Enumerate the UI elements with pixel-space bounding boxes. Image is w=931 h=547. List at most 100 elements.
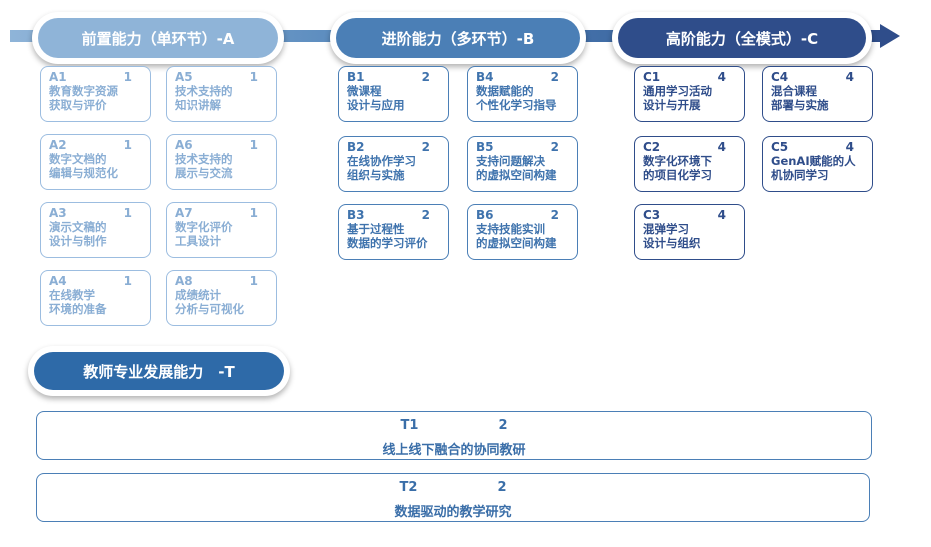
- card-label-line1: 数字化环境下: [643, 154, 712, 168]
- card-label-line2: 机协同学习: [771, 168, 829, 182]
- card-code: A1: [49, 70, 67, 84]
- card-level: 2: [421, 140, 430, 154]
- card-level: 1: [249, 206, 258, 220]
- card-label-line1: 成绩统计: [175, 288, 221, 302]
- card-label-line2: 的虚拟空间构建: [476, 236, 557, 250]
- stage-c-title: 高阶能力（全模式）-C: [618, 18, 866, 58]
- card-level: 4: [717, 140, 726, 154]
- competency-card-b1[interactable]: B1 2 微课程设计与应用: [338, 66, 449, 122]
- stage-c-header: 高阶能力（全模式）-C: [612, 12, 872, 64]
- card-level: 1: [123, 206, 132, 220]
- card-label-line2: 分析与可视化: [175, 302, 244, 316]
- card-code: T2: [399, 480, 418, 495]
- card-level: 4: [845, 70, 854, 84]
- card-label-line2: 的项目化学习: [643, 168, 712, 182]
- card-label-line2: 的虚拟空间构建: [476, 168, 557, 182]
- card-code: B6: [476, 208, 494, 222]
- card-code: A3: [49, 206, 67, 220]
- card-code: B5: [476, 140, 494, 154]
- stage-a-header: 前置能力（单环节）-A: [32, 12, 284, 64]
- card-label-line1: 演示文稿的: [49, 220, 107, 234]
- card-label-line2: 设计与开展: [643, 98, 701, 112]
- card-label-line1: 微课程: [347, 84, 382, 98]
- card-label-line2: 获取与评价: [49, 98, 107, 112]
- card-level: 1: [249, 70, 258, 84]
- competency-card-c2[interactable]: C2 4 数字化环境下的项目化学习: [634, 136, 745, 192]
- card-code: A4: [49, 274, 67, 288]
- card-level: 1: [123, 274, 132, 288]
- card-label-line2: 设计与制作: [49, 234, 107, 248]
- stage-b-header: 进阶能力（多环节）-B: [330, 12, 586, 64]
- card-level: 4: [717, 208, 726, 222]
- card-label: 数据驱动的教学研究: [394, 505, 512, 520]
- card-label-line2: 编辑与规范化: [49, 166, 118, 180]
- card-label: 线上线下融合的协同教研: [382, 443, 526, 458]
- card-code: A2: [49, 138, 67, 152]
- competency-card-b3[interactable]: B3 2 基于过程性数据的学习评价: [338, 204, 449, 260]
- card-label-line1: 教育数字资源: [49, 84, 118, 98]
- card-level: 1: [123, 70, 132, 84]
- card-label-line1: 通用学习活动: [643, 84, 712, 98]
- competency-card-b5[interactable]: B5 2 支持问题解决的虚拟空间构建: [467, 136, 578, 192]
- card-code: C3: [643, 208, 661, 222]
- card-code: B3: [347, 208, 365, 222]
- card-label-line1: 混弹学习: [643, 222, 689, 236]
- stage-t-title: 教师专业发展能力 -T: [34, 352, 284, 390]
- card-label-line2: 展示与交流: [175, 166, 233, 180]
- card-level: 4: [717, 70, 726, 84]
- competency-card-a6[interactable]: A6 1 技术支持的展示与交流: [166, 134, 277, 190]
- competency-card-c3[interactable]: C3 4 混弹学习设计与组织: [634, 204, 745, 260]
- competency-card-a3[interactable]: A3 1 演示文稿的设计与制作: [40, 202, 151, 258]
- card-code: A5: [175, 70, 193, 84]
- card-label-line2: 个性化学习指导: [476, 98, 557, 112]
- card-label-line1: 数字化评价: [175, 220, 233, 234]
- card-label-line1: 基于过程性: [347, 222, 405, 236]
- card-label-line1: 在线教学: [49, 288, 95, 302]
- competency-card-c4[interactable]: C4 4 混合课程部署与实施: [762, 66, 873, 122]
- card-code: A7: [175, 206, 193, 220]
- card-code: C5: [771, 140, 789, 154]
- card-code: B4: [476, 70, 494, 84]
- card-label-line1: 技术支持的: [175, 152, 233, 166]
- stage-a-title: 前置能力（单环节）-A: [38, 18, 278, 58]
- stage-t-header: 教师专业发展能力 -T: [28, 346, 290, 396]
- card-label-line2: 知识讲解: [175, 98, 221, 112]
- card-level: 2: [421, 70, 430, 84]
- card-code: T1: [400, 418, 419, 433]
- card-level: 2: [550, 140, 559, 154]
- card-code: C2: [643, 140, 661, 154]
- card-label-line1: 混合课程: [771, 84, 817, 98]
- card-level: 4: [845, 140, 854, 154]
- card-label-line2: 数据的学习评价: [347, 236, 428, 250]
- card-label-line2: 部署与实施: [771, 98, 829, 112]
- card-label-line1: 数字文档的: [49, 152, 107, 166]
- card-label-line2: 组织与实施: [347, 168, 405, 182]
- card-level: 2: [421, 208, 430, 222]
- stage-b-title: 进阶能力（多环节）-B: [336, 18, 580, 58]
- card-label-line1: 支持问题解决: [476, 154, 545, 168]
- competency-card-a5[interactable]: A5 1 技术支持的知识讲解: [166, 66, 277, 122]
- card-label-line2: 设计与组织: [643, 236, 701, 250]
- card-label-line1: 技术支持的: [175, 84, 233, 98]
- card-level: 1: [249, 138, 258, 152]
- card-code: A6: [175, 138, 193, 152]
- card-code: B1: [347, 70, 365, 84]
- card-level: 1: [249, 274, 258, 288]
- card-label-line1: 支持技能实训: [476, 222, 545, 236]
- competency-card-a1[interactable]: A1 1 教育数字资源获取与评价: [40, 66, 151, 122]
- arrow-right-icon: [880, 24, 900, 48]
- card-label-line2: 设计与应用: [347, 98, 405, 112]
- card-code: C4: [771, 70, 789, 84]
- competency-card-a7[interactable]: A7 1 数字化评价工具设计: [166, 202, 277, 258]
- card-label-line2: 工具设计: [175, 234, 221, 248]
